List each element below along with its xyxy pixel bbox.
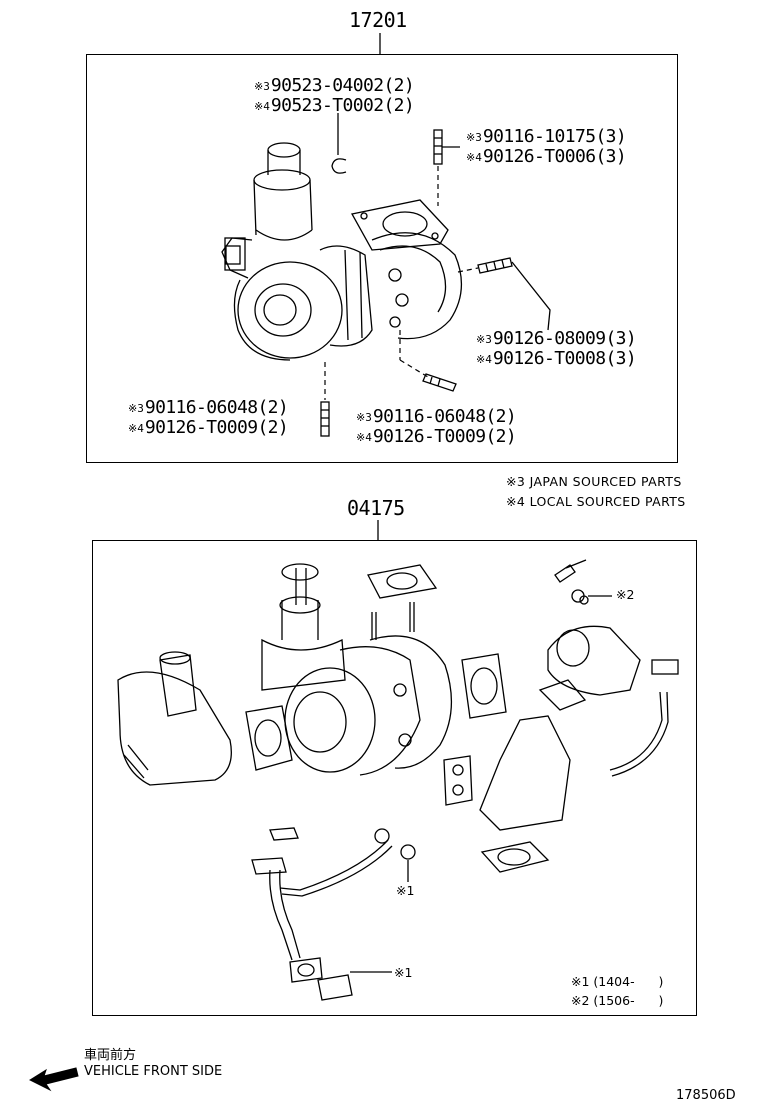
callout-line: ※390523-04002(2) bbox=[254, 75, 415, 96]
gasket-kit-drawing bbox=[117, 559, 679, 1001]
callout-line: ※390116-10175(3) bbox=[466, 126, 627, 147]
vehicle-front-label: VEHICLE FRONT SIDE bbox=[84, 1064, 223, 1079]
arrow-left-icon bbox=[28, 1067, 79, 1092]
callout-stud-lower-left: ※390116-06048(2) ※490126-T0009(2) bbox=[128, 397, 289, 438]
callout-line: ※490523-T0002(2) bbox=[254, 95, 415, 116]
callout-note2: ※2 bbox=[616, 587, 635, 602]
assembly-17201-frame bbox=[86, 54, 678, 463]
callout-stud-top: ※390116-10175(3) ※490126-T0006(3) bbox=[466, 126, 627, 167]
callout-line: ※390116-06048(2) bbox=[128, 397, 289, 418]
leader-stud-right bbox=[511, 261, 551, 331]
callout-note1-a: ※1 bbox=[396, 883, 415, 898]
date-notes: ※1 (1404- ) ※2 (1506- ) bbox=[571, 972, 663, 1010]
sourcing-note-local: ※4 LOCAL SOURCED PARTS bbox=[506, 494, 686, 509]
kit-04175-frame bbox=[92, 540, 697, 1016]
sourcing-legend: ※3 JAPAN SOURCED PARTS ※4 LOCAL SOURCED … bbox=[506, 472, 686, 512]
callout-line: ※490126-T0009(2) bbox=[128, 417, 289, 438]
kit-part-number: 04175 bbox=[347, 496, 405, 520]
callout-line: ※390126-08009(3) bbox=[476, 328, 637, 349]
turbocharger-assembly-drawing bbox=[221, 129, 513, 437]
assembly-part-number: 17201 bbox=[349, 8, 407, 32]
callout-line: ※490126-T0009(2) bbox=[356, 426, 517, 447]
callout-stud-lower-right: ※390116-06048(2) ※490126-T0009(2) bbox=[356, 406, 517, 447]
illustration-id: 178506D bbox=[676, 1088, 736, 1103]
callout-clip: ※390523-04002(2) ※490523-T0002(2) bbox=[254, 75, 415, 116]
date-note-2: ※2 (1506- ) bbox=[571, 993, 664, 1008]
date-note-1: ※1 (1404- ) bbox=[571, 974, 664, 989]
callout-note1-b: ※1 bbox=[394, 965, 413, 980]
callout-line: ※490126-T0006(3) bbox=[466, 146, 627, 167]
callout-line: ※490126-T0008(3) bbox=[476, 348, 637, 369]
callout-line: ※390116-06048(2) bbox=[356, 406, 517, 427]
callout-stud-right: ※390126-08009(3) ※490126-T0008(3) bbox=[476, 328, 637, 369]
vehicle-front-label-jp: 車両前方 bbox=[84, 1048, 137, 1063]
sourcing-note-japan: ※3 JAPAN SOURCED PARTS bbox=[506, 474, 682, 489]
